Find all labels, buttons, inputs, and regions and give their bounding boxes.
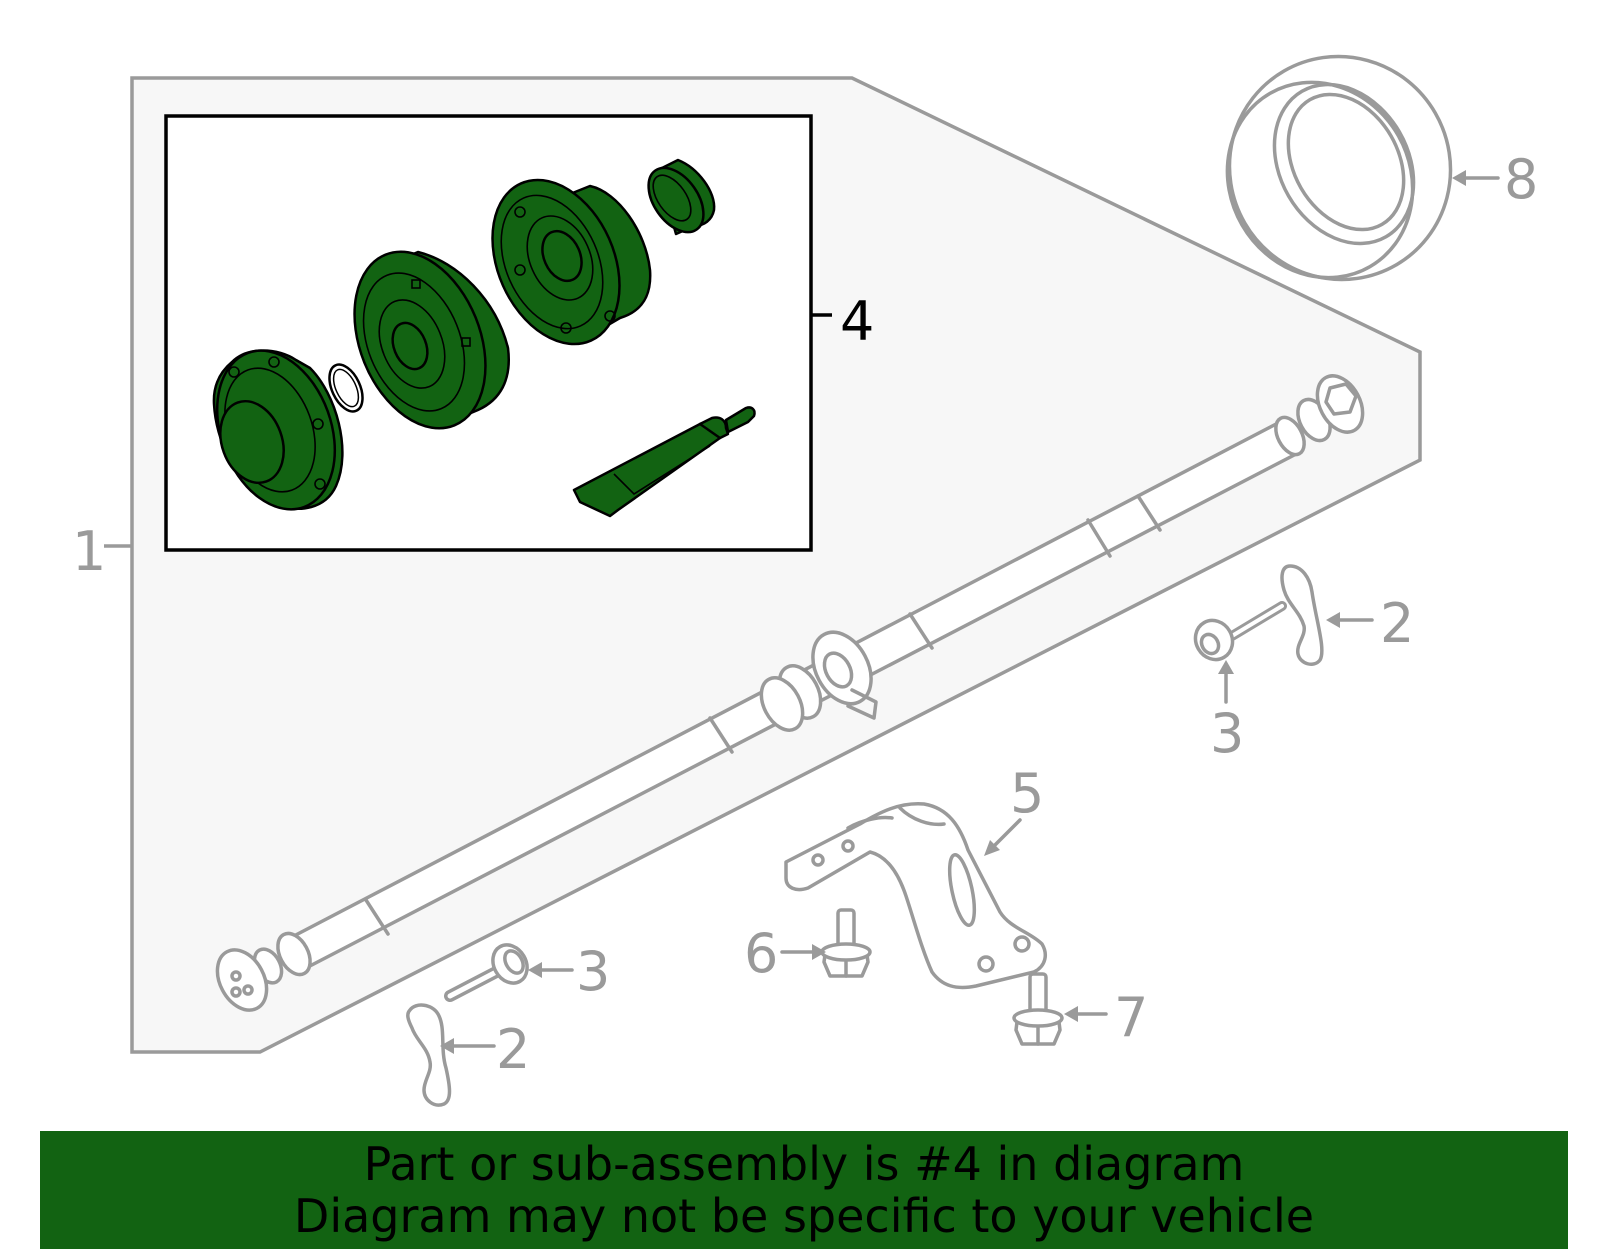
bolt-7 [1012, 972, 1064, 1046]
bolt-6 [820, 908, 872, 978]
o-ring [328, 363, 364, 413]
flange-yoke [491, 178, 652, 346]
callout-7-arrow [1064, 1006, 1108, 1022]
support-bearing-ring [1225, 54, 1453, 282]
callout-3-right[interactable]: 3 [1210, 702, 1244, 765]
callout-2-right[interactable]: 2 [1380, 592, 1414, 655]
callout-6[interactable]: 6 [744, 922, 778, 985]
info-banner: Part or sub-assembly is #4 in diagram Di… [40, 1131, 1568, 1249]
parts-diagram: 1 4 [72, 54, 1538, 1107]
callout-8[interactable]: 8 [1504, 148, 1538, 211]
callout-5[interactable]: 5 [1010, 762, 1044, 825]
dust-cap [647, 158, 716, 236]
banner-line-2: Diagram may not be specific to your vehi… [293, 1189, 1315, 1243]
center-bearing-hub [353, 250, 510, 430]
callout-2-right-arrow [1326, 612, 1374, 628]
callout-2-left-arrow [440, 1038, 496, 1054]
grease-tube [572, 406, 756, 518]
callout-4[interactable]: 4 [840, 290, 874, 353]
bolt-right [1193, 601, 1287, 662]
clip-left [406, 1003, 452, 1107]
drive-shaft [215, 374, 1365, 1012]
clip-right [1280, 564, 1324, 666]
banner-line-1: Part or sub-assembly is #4 in diagram [363, 1137, 1245, 1191]
callout-1[interactable]: 1 [72, 520, 106, 583]
callout-7[interactable]: 7 [1114, 986, 1148, 1049]
callout-8-arrow [1452, 170, 1500, 186]
callout-3-left[interactable]: 3 [576, 940, 610, 1003]
bolt-left [444, 943, 529, 1002]
callout-5-arrow [984, 818, 1022, 856]
bracket [784, 802, 1048, 990]
callout-3-right-arrow [1218, 660, 1234, 704]
callout-3-left-arrow [528, 962, 574, 978]
flex-coupling-disc [212, 349, 344, 511]
callout-6-arrow [780, 944, 826, 960]
callout-2-left[interactable]: 2 [496, 1018, 530, 1081]
